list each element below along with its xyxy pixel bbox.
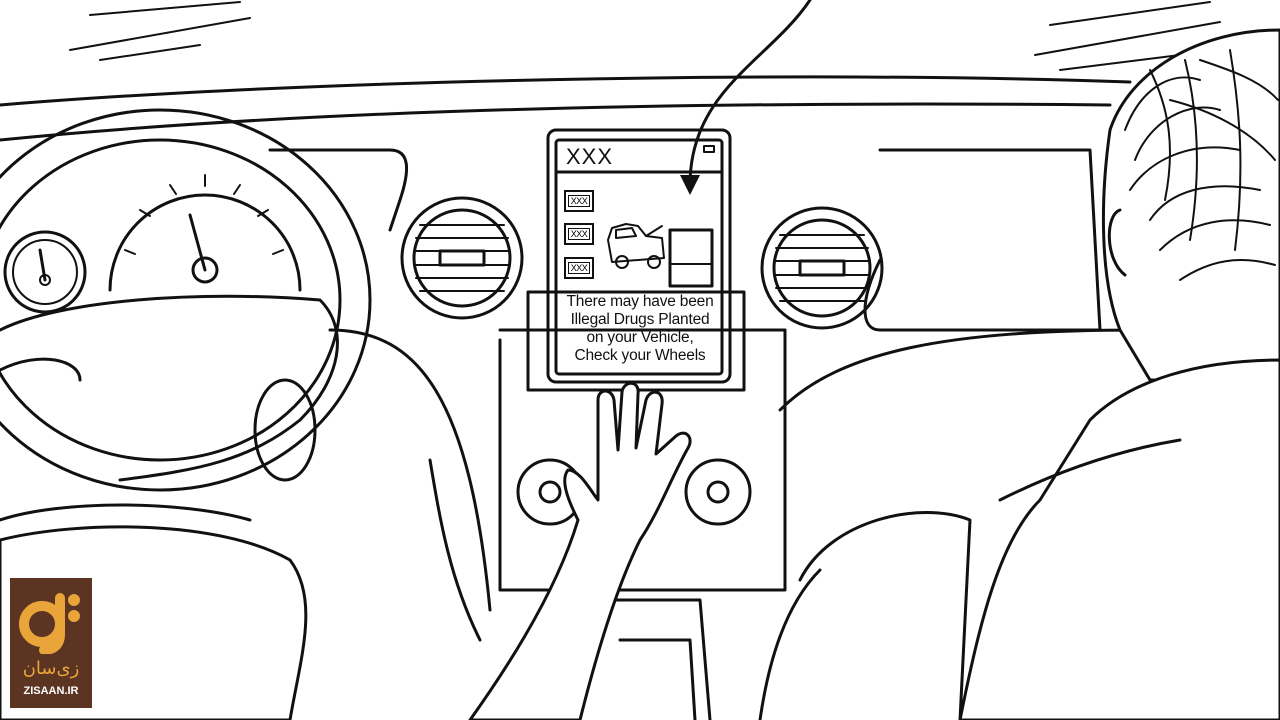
speedometer-icon xyxy=(108,174,302,292)
hand-icon xyxy=(468,381,692,720)
pointer-arrow xyxy=(680,0,812,195)
warning-message: There may have been Illegal Drugs Plante… xyxy=(552,293,728,365)
warning-line-2: Illegal Drugs Planted xyxy=(570,311,710,328)
tow-truck-icon xyxy=(607,223,665,269)
screen-button-1[interactable]: XXX xyxy=(564,190,594,212)
steering-wheel-icon xyxy=(0,108,372,522)
passenger-seat xyxy=(758,511,972,720)
screen-image-panel xyxy=(668,228,714,288)
screen-button-2[interactable]: XXX xyxy=(564,223,594,245)
warning-line-3: on your Vehicle, xyxy=(586,329,694,346)
warning-line-4: Check your Wheels xyxy=(574,347,706,364)
infotainment-screen xyxy=(526,128,746,392)
person-figure xyxy=(958,28,1280,720)
screen-button-2-label: XXX xyxy=(568,228,590,240)
warning-line-1: There may have been xyxy=(566,293,714,310)
screen-button-1-label: XXX xyxy=(568,195,590,207)
dashboard-outline xyxy=(0,75,1142,642)
watermark-logo: زی‌سان ZISAAN.IR xyxy=(10,578,92,708)
air-vent-icon-right xyxy=(760,206,884,330)
watermark-latin-text: ZISAAN.IR xyxy=(23,685,79,697)
screen-button-3[interactable]: XXX xyxy=(564,257,594,279)
screen-button-3-label: XXX xyxy=(568,262,590,274)
zisaan-logo-icon xyxy=(19,593,80,654)
screen-title: XXX xyxy=(566,144,614,169)
air-vent-icon-left xyxy=(400,196,524,320)
tachometer-icon xyxy=(3,230,87,314)
watermark-persian-text: زی‌سان xyxy=(22,658,80,679)
windshield-streaks xyxy=(69,1,1221,71)
